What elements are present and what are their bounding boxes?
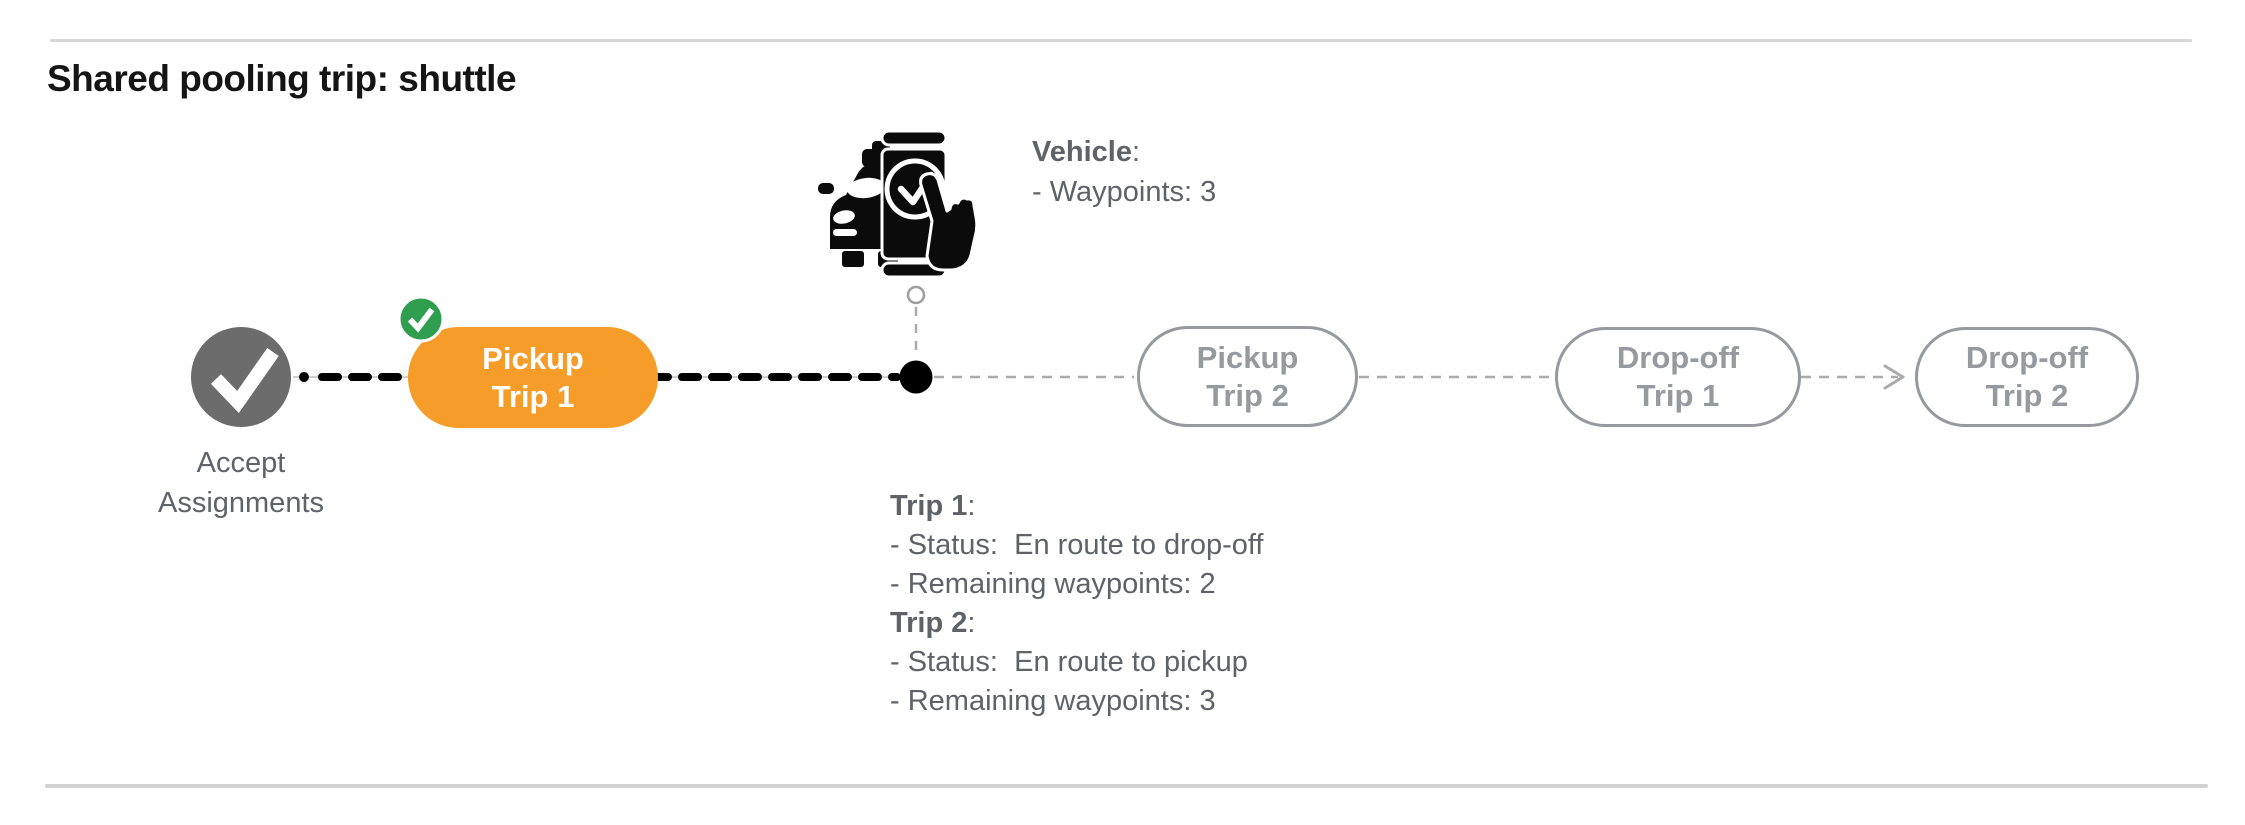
node-pickup-trip-2: Pickup Trip 2 (1137, 326, 1358, 427)
node-pickup-trip-1: Pickup Trip 1 (408, 327, 658, 428)
autonomous-car-phone-check-icon (818, 129, 979, 279)
trip-1-waypoints: - Remaining waypoints: 2 (890, 568, 1216, 600)
trips-status-info: Trip 1: - Status: En route to drop-off -… (890, 487, 1263, 721)
arrow-right-icon (1883, 364, 1905, 390)
trip-1-heading: Trip 1: (890, 490, 976, 522)
trip-2-status: - Status: En route to pickup (890, 646, 1248, 678)
check-icon (210, 347, 279, 414)
route-start-dot (299, 372, 309, 382)
check-badge-icon (397, 295, 445, 343)
accept-assignments-node (191, 327, 291, 427)
node-dropoff-trip-1: Drop-off Trip 1 (1555, 327, 1801, 427)
vehicle-waypoints: - Waypoints: 3 (1032, 176, 1217, 208)
accept-assignments-label: Accept Assignments (157, 447, 324, 519)
trip-2-heading: Trip 2: (890, 607, 976, 639)
bottom-divider (45, 784, 2208, 788)
vehicle-position-dot (899, 360, 933, 394)
completed-check-badge (397, 295, 445, 343)
page-title: Shared pooling trip: shuttle (47, 58, 517, 99)
vehicle-anchor-circle (906, 285, 926, 305)
vehicle-info: Vehicle: - Waypoints: 3 (1032, 132, 1216, 212)
vehicle-info-title: Vehicle: (1032, 136, 1141, 168)
node-dropoff-trip-2: Drop-off Trip 2 (1915, 327, 2139, 427)
top-divider (50, 39, 2192, 42)
trip-2-waypoints: - Remaining waypoints: 3 (890, 685, 1216, 717)
trip-1-status: - Status: En route to drop-off (890, 529, 1264, 561)
